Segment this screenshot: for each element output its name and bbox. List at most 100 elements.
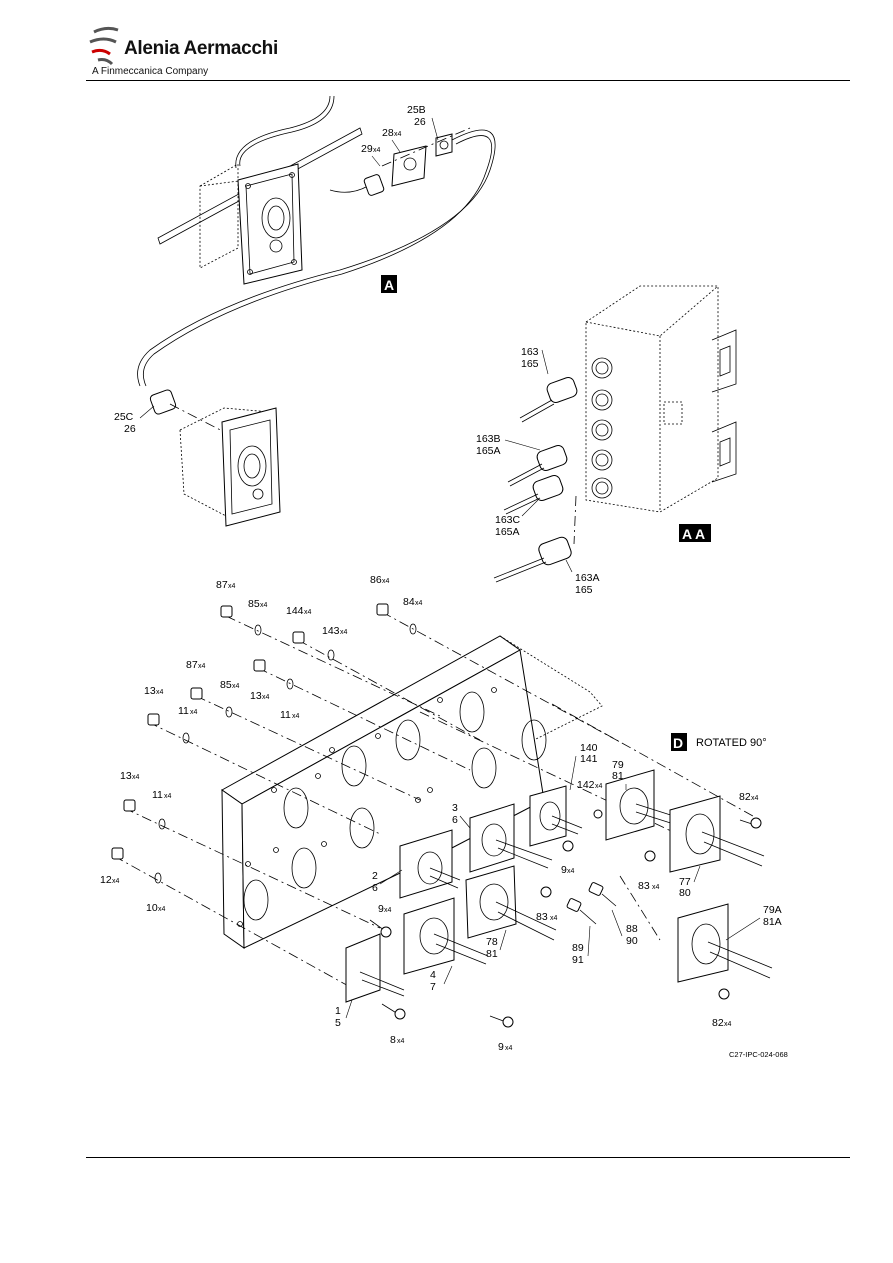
label-83-b-qty: x4 bbox=[652, 884, 660, 891]
label-81a: 81A bbox=[763, 916, 782, 928]
label-79a: 79A bbox=[763, 904, 782, 916]
label-83-a-qty: x4 bbox=[550, 915, 558, 922]
label-12-qty: x4 bbox=[112, 878, 120, 885]
label-6-b: 6 bbox=[372, 882, 378, 894]
figure-reference: C27-IPC-024-068 bbox=[729, 1050, 788, 1059]
label-3: 3 bbox=[452, 802, 458, 814]
label-82-b: 82 bbox=[712, 1017, 724, 1029]
view-a-letter: A bbox=[384, 277, 394, 293]
label-163c: 163C bbox=[495, 514, 521, 526]
label-86-qty: x4 bbox=[382, 578, 390, 585]
label-165-b: 165 bbox=[575, 584, 593, 596]
label-25c: 25C bbox=[114, 411, 134, 423]
view-d-tag: D ROTATED 90° bbox=[671, 733, 767, 751]
label-163b: 163B bbox=[476, 433, 501, 445]
label-8-qty: x4 bbox=[397, 1038, 405, 1045]
label-9-c: 9 bbox=[498, 1041, 504, 1053]
label-165a-2: 165A bbox=[495, 526, 520, 538]
logo-swirl-icon bbox=[89, 26, 119, 66]
label-10-qty: x4 bbox=[158, 906, 166, 913]
label-82-b-qty: x4 bbox=[724, 1021, 732, 1028]
label-7: 7 bbox=[430, 981, 436, 993]
label-26-a: 26 bbox=[414, 116, 426, 128]
label-9-a-qty: x4 bbox=[567, 868, 575, 875]
label-142-qty: x4 bbox=[595, 783, 603, 790]
label-83-a: 83 bbox=[536, 911, 548, 923]
label-81-a: 81 bbox=[612, 770, 624, 782]
label-11-b-qty: x4 bbox=[292, 713, 300, 720]
label-86: 86 bbox=[370, 574, 382, 586]
label-29-qty: x4 bbox=[373, 147, 381, 154]
label-84-qty: x4 bbox=[415, 600, 423, 607]
label-5: 5 bbox=[335, 1017, 341, 1029]
label-87-b: 87 bbox=[186, 659, 198, 671]
label-142: 142 bbox=[577, 779, 595, 791]
label-1: 1 bbox=[335, 1005, 341, 1017]
company-logo: Alenia Aermacchi A Finmeccanica Company bbox=[88, 24, 288, 80]
label-84: 84 bbox=[403, 596, 415, 608]
label-13-c-qty: x4 bbox=[132, 774, 140, 781]
label-89: 89 bbox=[572, 942, 584, 954]
label-2: 2 bbox=[372, 870, 378, 882]
label-85-b: 85 bbox=[220, 679, 232, 691]
label-78: 78 bbox=[486, 936, 498, 948]
label-29: 29 bbox=[361, 143, 373, 155]
label-25b: 25B bbox=[407, 104, 426, 116]
view-a-labels: 25B 26 28 x4 29 x4 25C 26 bbox=[114, 104, 439, 435]
label-79: 79 bbox=[612, 759, 624, 771]
label-143-qty: x4 bbox=[340, 629, 348, 636]
label-80: 80 bbox=[679, 887, 691, 899]
label-13-c: 13 bbox=[120, 770, 132, 782]
view-d-rotated-note: ROTATED 90° bbox=[696, 737, 767, 749]
label-165a-1: 165A bbox=[476, 445, 501, 457]
label-88: 88 bbox=[626, 923, 638, 935]
label-13-a-qty: x4 bbox=[156, 689, 164, 696]
label-163a: 163A bbox=[575, 572, 600, 584]
label-85-a-qty: x4 bbox=[260, 602, 268, 609]
label-81-b: 81 bbox=[486, 948, 498, 960]
label-163: 163 bbox=[521, 346, 539, 358]
label-9-a: 9 bbox=[561, 864, 567, 876]
label-165: 165 bbox=[521, 358, 539, 370]
header-rule bbox=[86, 80, 850, 81]
label-91: 91 bbox=[572, 954, 584, 966]
label-143: 143 bbox=[322, 625, 340, 637]
label-13-a: 13 bbox=[144, 685, 156, 697]
view-aa-assembly bbox=[493, 285, 737, 583]
label-9-b-qty: x4 bbox=[384, 907, 392, 914]
label-28-qty: x4 bbox=[394, 131, 402, 138]
label-85-a: 85 bbox=[248, 598, 260, 610]
label-90: 90 bbox=[626, 935, 638, 947]
view-a-tag: A bbox=[381, 275, 397, 293]
label-87-a: 87 bbox=[216, 579, 228, 591]
view-a-assembly bbox=[137, 95, 496, 527]
label-82-a: 82 bbox=[739, 791, 751, 803]
label-85-b-qty: x4 bbox=[232, 683, 240, 690]
label-140: 140 bbox=[580, 742, 598, 754]
footer-rule bbox=[86, 1157, 850, 1158]
company-name: Alenia Aermacchi bbox=[124, 38, 278, 59]
label-6-a: 6 bbox=[452, 814, 458, 826]
label-83-b: 83 bbox=[638, 880, 650, 892]
label-87-b-qty: x4 bbox=[198, 663, 206, 670]
label-141: 141 bbox=[580, 753, 598, 765]
label-12: 12 bbox=[100, 874, 112, 886]
label-144-qty: x4 bbox=[304, 609, 312, 616]
label-13-b: 13 bbox=[250, 690, 262, 702]
view-aa-labels: 163 165 163B 165A 163C 165A 163A 165 bbox=[476, 346, 600, 596]
label-11-b: 11 bbox=[280, 709, 291, 721]
label-13-b-qty: x4 bbox=[262, 694, 270, 701]
label-9-b: 9 bbox=[378, 903, 384, 915]
label-28: 28 bbox=[382, 127, 394, 139]
label-10: 10 bbox=[146, 902, 158, 914]
label-4: 4 bbox=[430, 969, 436, 981]
company-subtitle: A Finmeccanica Company bbox=[92, 66, 209, 77]
view-aa-letters: A A bbox=[682, 526, 705, 542]
label-87-a-qty: x4 bbox=[228, 583, 236, 590]
view-aa-tag: A A bbox=[679, 524, 711, 542]
label-26-b: 26 bbox=[124, 423, 136, 435]
label-11-a: 11 bbox=[178, 705, 189, 717]
label-8: 8 bbox=[390, 1034, 396, 1046]
